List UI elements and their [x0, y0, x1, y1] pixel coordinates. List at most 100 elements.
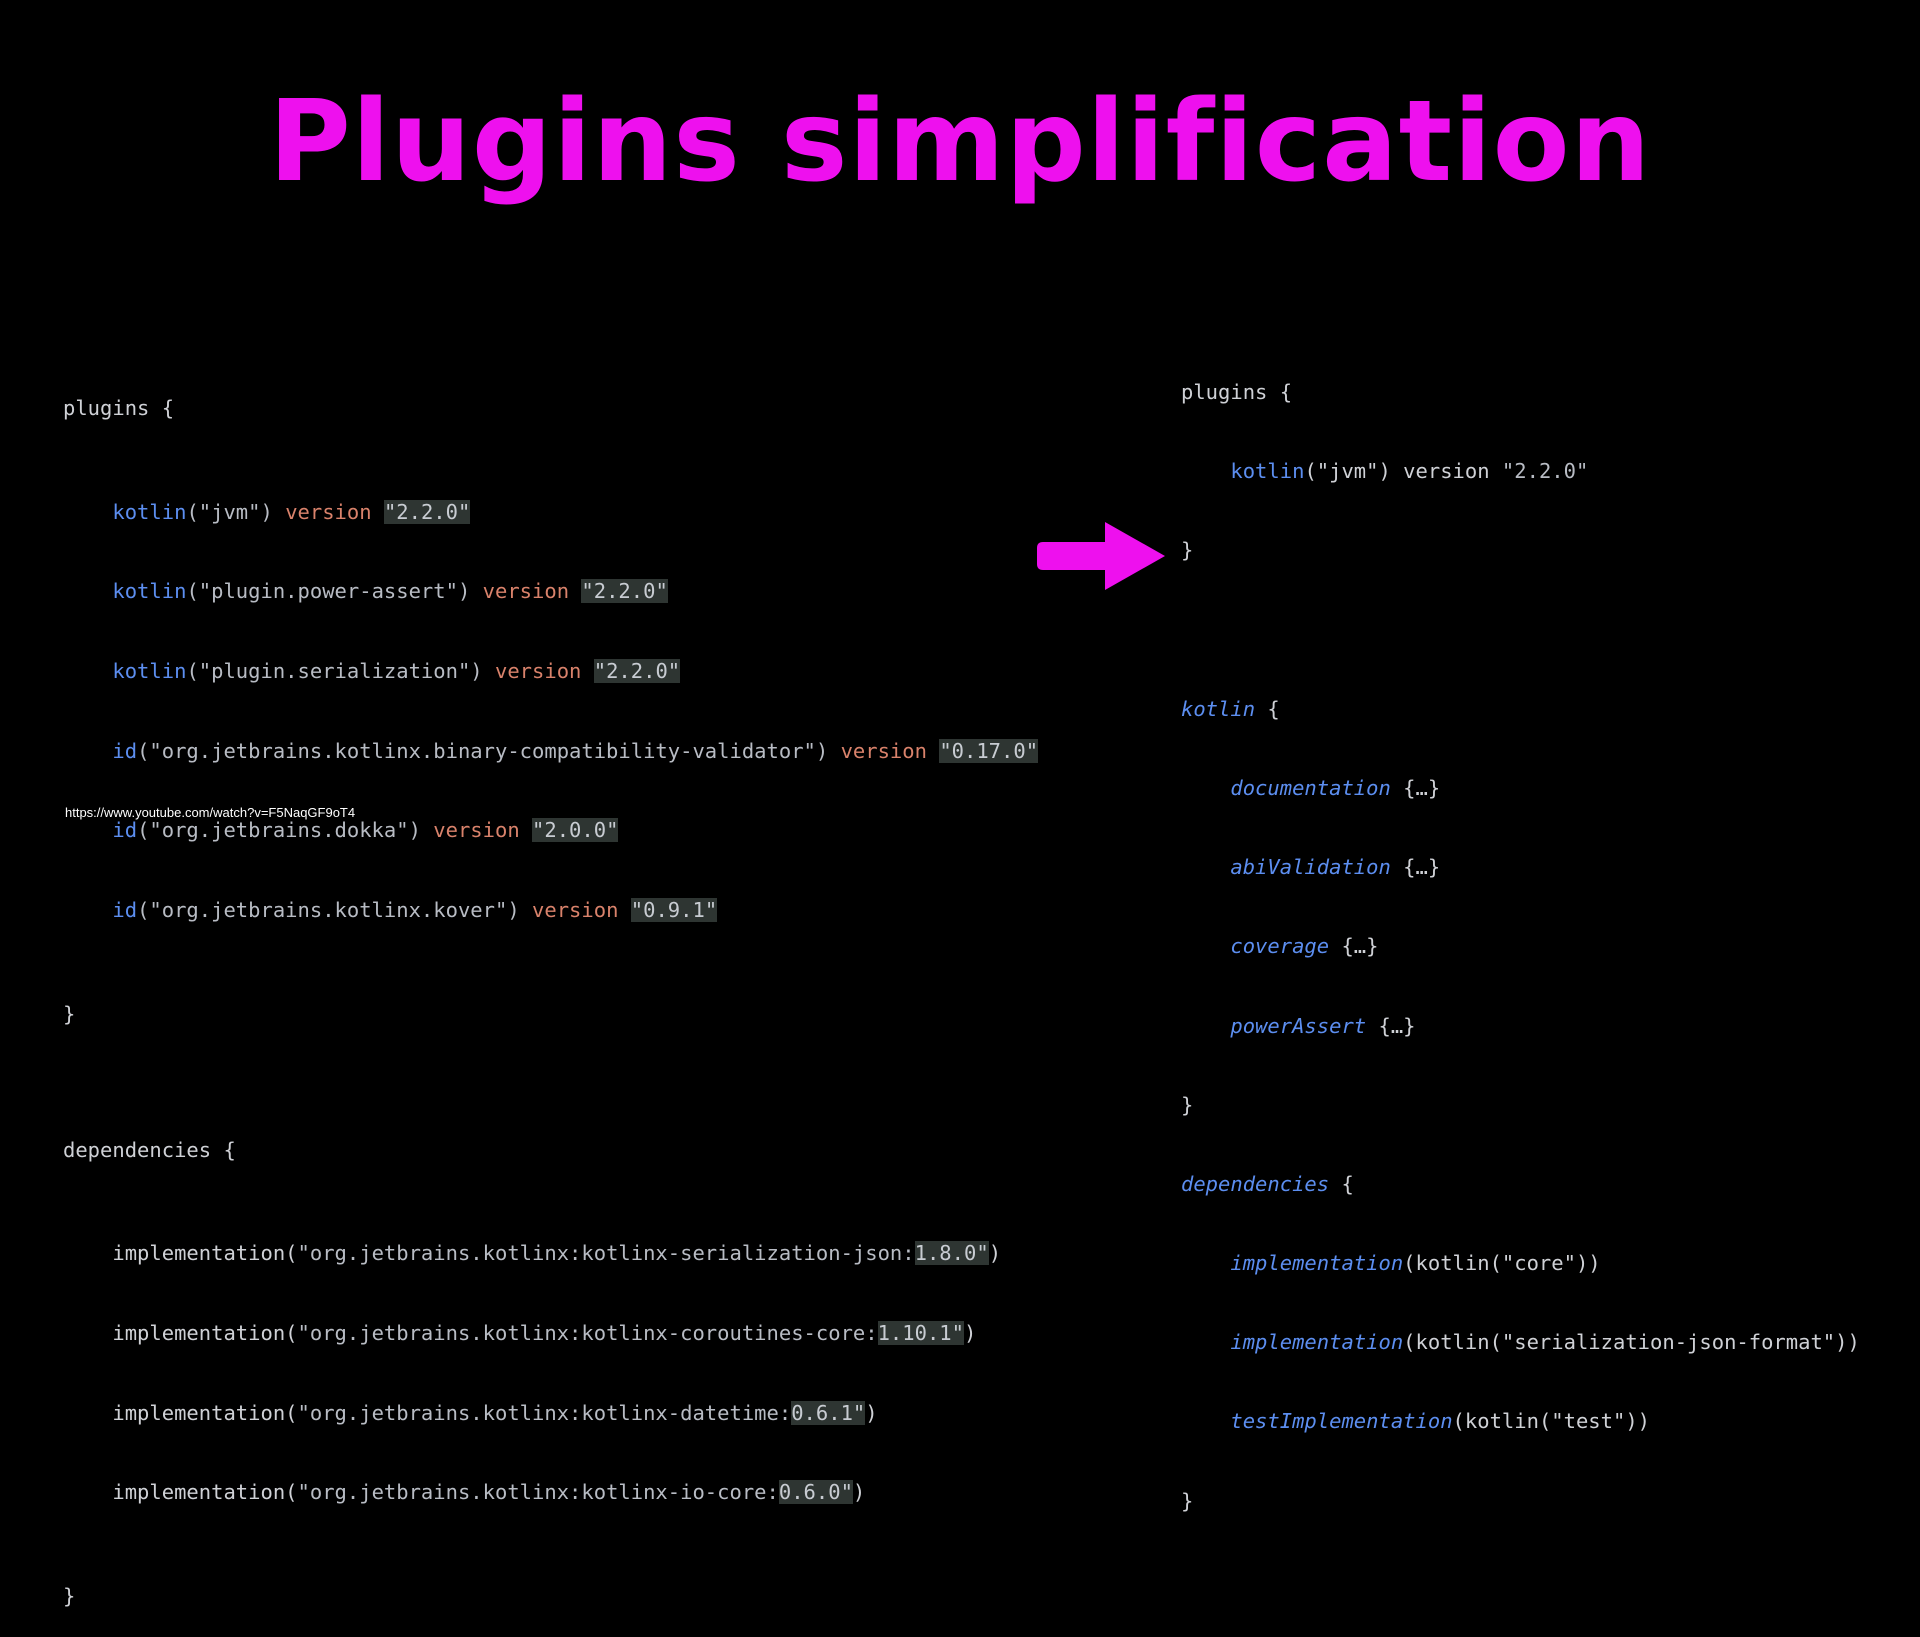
version-keyword: version — [285, 499, 372, 524]
dep-call: implementation( — [112, 1241, 298, 1266]
version-keyword: version — [840, 738, 927, 763]
version-keyword: version — [433, 818, 520, 843]
code-line: kotlin("jvm") version "2.2.0" — [1181, 456, 1860, 487]
block-open: { — [1329, 1171, 1354, 1196]
dep-artifact: "org.jetbrains.kotlinx:kotlinx-datetime: — [297, 1400, 792, 1425]
code-line: abiValidation {…} — [1181, 852, 1860, 883]
dep-rest: (kotlin("core")) — [1403, 1251, 1601, 1276]
version-keyword: version — [532, 898, 619, 923]
code-line: documentation {…} — [1181, 773, 1860, 804]
code-line: plugins { — [1181, 377, 1860, 408]
version-keyword: version — [482, 579, 570, 604]
plugin-fn: kotlin — [112, 659, 187, 684]
before-code-block: plugins { kotlin("jvm") version "2.2.0" … — [63, 345, 1039, 1637]
code-line: } — [63, 999, 1038, 1031]
dependencies-block-open: dependencies { — [63, 1137, 236, 1162]
plugin-arg: ("org.jetbrains.dokka") — [137, 818, 421, 843]
code-line: kotlin("plugin.serialization") version "… — [63, 656, 1038, 688]
version-value: "2.2.0" — [593, 659, 681, 684]
plugin-arg: ("org.jetbrains.kotlinx.binary-compatibi… — [137, 738, 829, 763]
block-close: } — [1181, 538, 1194, 563]
code-line: implementation("org.jetbrains.kotlinx:ko… — [63, 1318, 1038, 1350]
after-code-block: plugins { kotlin("jvm") version "2.2.0" … — [1181, 329, 1860, 1541]
dep-call: implementation( — [112, 1320, 298, 1345]
slide-title: Plugins simplification — [268, 77, 1652, 207]
block-open: { — [1255, 696, 1280, 721]
plugin-arg: ("org.jetbrains.kotlinx.kover") — [137, 898, 520, 923]
dep-version: 0.6.0" — [778, 1480, 853, 1505]
spacer — [1181, 615, 1860, 646]
dep-name: implementation — [1230, 1330, 1404, 1355]
dep-version: 1.10.1" — [877, 1320, 964, 1345]
code-line: implementation("org.jetbrains.kotlinx:ko… — [63, 1398, 1038, 1430]
block-close: } — [1181, 1488, 1194, 1513]
kotlin-block-keyword: kotlin — [1181, 696, 1256, 721]
kotlin-item-body: {…} — [1329, 934, 1379, 959]
right-arrow-icon — [1037, 522, 1165, 590]
code-line: } — [1181, 1090, 1860, 1121]
kotlin-item-name: coverage — [1230, 934, 1330, 959]
plugin-fn: id — [112, 818, 138, 843]
dep-call: implementation( — [112, 1400, 298, 1425]
code-line: plugins { — [63, 393, 1038, 425]
plugin-arg: ("jvm") version — [1304, 459, 1502, 484]
code-line: } — [1181, 535, 1860, 566]
dep-artifact: "org.jetbrains.kotlinx:kotlinx-io-core: — [297, 1480, 779, 1505]
source-url: https://www.youtube.com/watch?v=F5NaqGF9… — [65, 805, 356, 820]
code-line: kotlin("jvm") version "2.2.0" — [63, 497, 1038, 529]
kotlin-item-name: documentation — [1230, 775, 1391, 800]
code-line: id("org.jetbrains.dokka") version "2.0.0… — [63, 815, 1038, 847]
plugins-block-open: plugins { — [63, 396, 175, 420]
block-close: } — [63, 1583, 76, 1608]
kotlin-item-body: {…} — [1366, 1013, 1416, 1038]
block-close: } — [63, 1001, 76, 1026]
kotlin-item-name: powerAssert — [1230, 1013, 1367, 1038]
kotlin-item-name: abiValidation — [1230, 855, 1391, 880]
code-line: powerAssert {…} — [1181, 1011, 1860, 1042]
code-line: kotlin { — [1181, 694, 1860, 725]
dep-end: ) — [988, 1241, 1002, 1266]
code-line: id("org.jetbrains.kotlinx.binary-compati… — [63, 736, 1039, 768]
version-value: "2.2.0" — [383, 499, 471, 524]
version-value: "2.2.0" — [581, 579, 668, 604]
code-line: id("org.jetbrains.kotlinx.kover") versio… — [63, 895, 1038, 927]
code-line: } — [1181, 1486, 1860, 1517]
dep-name: testImplementation — [1230, 1409, 1453, 1434]
code-line: } — [63, 1581, 1038, 1613]
plugin-fn: id — [112, 738, 138, 763]
version-value: "2.2.0" — [1501, 459, 1589, 484]
version-keyword: version — [495, 659, 582, 684]
plugin-arg: ("jvm") — [186, 499, 273, 524]
code-line: implementation("org.jetbrains.kotlinx:ko… — [63, 1477, 1038, 1509]
version-value: "0.17.0" — [939, 738, 1039, 763]
dep-end: ) — [852, 1480, 866, 1505]
dep-end: ) — [865, 1400, 878, 1425]
kotlin-item-body: {…} — [1390, 855, 1441, 880]
dep-artifact: "org.jetbrains.kotlinx:kotlinx-coroutine… — [297, 1320, 878, 1345]
dep-version: 0.6.1" — [791, 1400, 866, 1425]
plugins-block-open: plugins { — [1181, 380, 1293, 404]
dep-artifact: "org.jetbrains.kotlinx:kotlinx-serializa… — [297, 1241, 915, 1266]
dep-call: implementation( — [112, 1480, 298, 1505]
block-close: } — [1181, 1092, 1194, 1117]
plugin-fn: id — [112, 898, 138, 923]
version-value: "2.0.0" — [532, 818, 619, 843]
code-line: coverage {…} — [1181, 931, 1860, 962]
plugin-arg: ("plugin.serialization") — [186, 659, 483, 684]
dep-name: implementation — [1230, 1251, 1404, 1276]
code-line: implementation(kotlin("core")) — [1181, 1248, 1860, 1279]
plugin-fn: kotlin — [112, 499, 187, 524]
kotlin-item-body: {…} — [1390, 775, 1441, 800]
version-value: "0.9.1" — [630, 898, 718, 923]
dep-rest: (kotlin("test")) — [1452, 1409, 1651, 1434]
code-line: dependencies { — [1181, 1169, 1860, 1200]
code-line: testImplementation(kotlin("test")) — [1181, 1406, 1860, 1437]
dep-version: 1.8.0" — [914, 1241, 989, 1266]
code-line: dependencies { — [63, 1135, 1038, 1167]
plugin-fn: kotlin — [112, 579, 187, 604]
dependencies-keyword: dependencies — [1181, 1171, 1330, 1196]
dep-end: ) — [964, 1320, 977, 1345]
dep-rest: (kotlin("serialization-json-format")) — [1403, 1330, 1860, 1355]
code-line: implementation(kotlin("serialization-jso… — [1181, 1327, 1860, 1358]
plugin-fn: kotlin — [1230, 459, 1305, 484]
